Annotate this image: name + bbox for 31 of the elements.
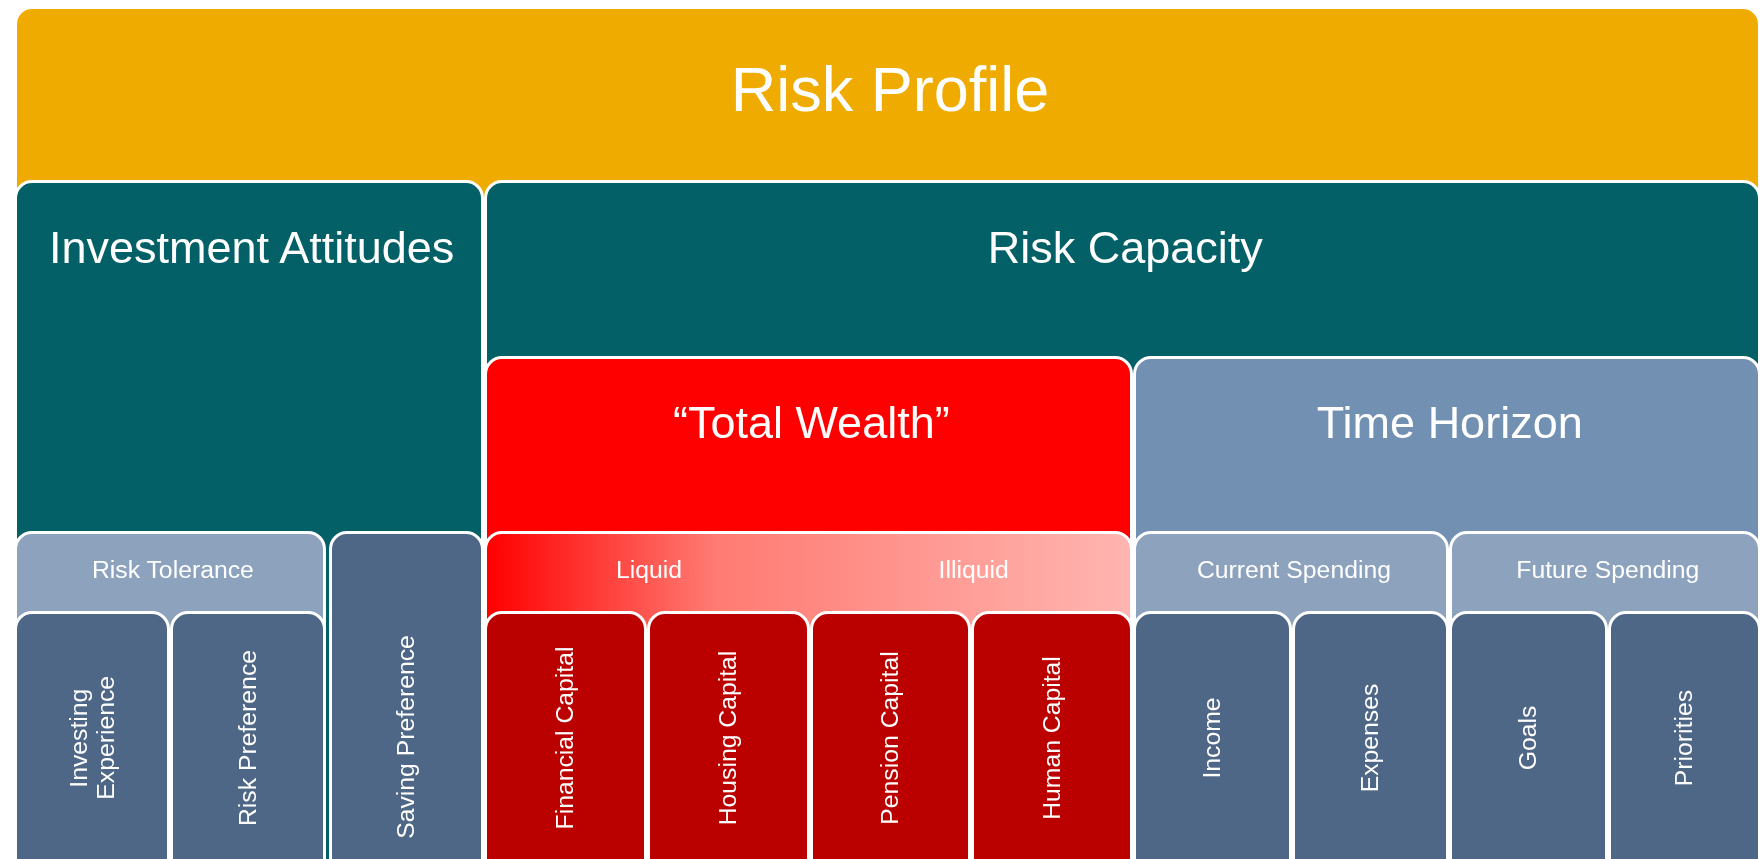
category-box <box>1132 355 1761 859</box>
band-label: Illiquid <box>938 556 1009 584</box>
category-box <box>483 180 1761 859</box>
capital-box <box>970 610 1133 859</box>
factor-box <box>328 531 484 859</box>
factor-label: Expenses <box>1356 683 1384 792</box>
factor-box <box>1449 610 1608 859</box>
factor-label: Housing Capital <box>714 650 743 825</box>
heading-text: Time Horizon <box>1316 398 1583 448</box>
capital-box <box>646 610 810 859</box>
factor-label: Investing Experience <box>64 674 119 802</box>
factor-label: Financial Capital <box>551 646 579 830</box>
factor-box <box>1291 610 1449 859</box>
capital-box <box>810 610 971 859</box>
group-band <box>1449 531 1761 859</box>
factor-box <box>1607 610 1761 859</box>
band-label: Future Spending <box>1516 556 1700 584</box>
heading-text: Risk Capacity <box>987 222 1263 273</box>
title-text: Risk Profile <box>730 55 1050 125</box>
factor-label: Priorities <box>1670 689 1698 786</box>
factor-label: Income <box>1198 697 1226 779</box>
factor-label: Human Capital <box>1038 655 1066 820</box>
heading-text: “Total Wealth” <box>672 398 950 448</box>
band-label: Liquid <box>616 556 683 584</box>
factor-label: Pension Capital <box>876 650 905 825</box>
heading-text: Investment Attitudes <box>49 222 455 273</box>
factor-label: Saving Preference <box>392 634 420 839</box>
band-label: Current Spending <box>1196 556 1391 584</box>
factor-label: Goals <box>1514 705 1542 770</box>
factor-label: Risk Preference <box>234 649 262 826</box>
band-label: Risk Tolerance <box>91 556 254 584</box>
